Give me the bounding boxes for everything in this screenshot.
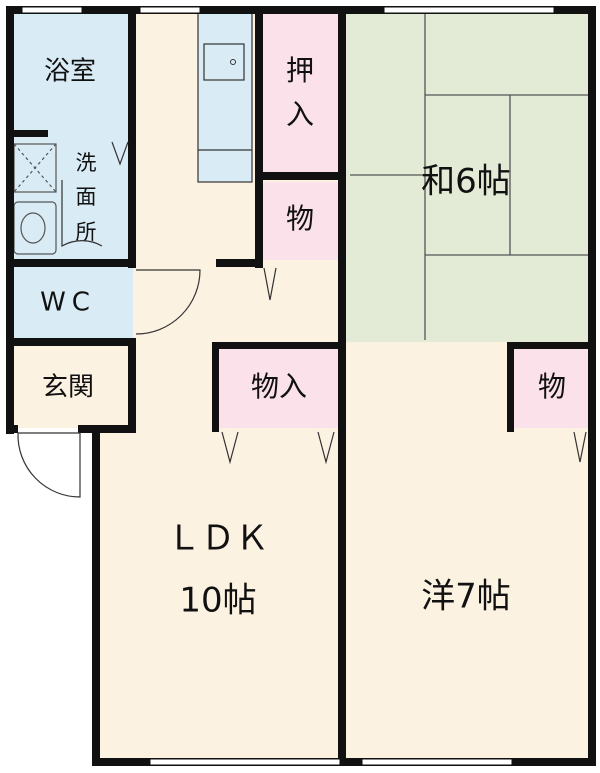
bath-floor [8,8,133,135]
wc-label: WC [40,288,96,318]
washroom-label-2: 面 [76,185,97,209]
entrance-label: 玄関 [42,373,94,403]
oshiire-floor [262,14,338,172]
washroom-label-3: 所 [76,220,97,244]
closet-door-ticks [61,141,587,465]
walls [6,6,596,766]
storage-right-label: 物 [538,370,566,403]
windows [21,6,555,766]
entrance-floor [8,343,133,428]
washroom-floor [8,135,133,263]
ldk-label: ＬＤＫ [167,519,269,559]
storage-upper-floor [262,182,338,260]
ldk-size-label: 10帖 [179,581,256,621]
oshiire-label-1: 押 [286,54,314,87]
oshiire-label-2: 入 [286,98,314,131]
wc-floor [8,263,133,343]
ldk-floor [95,428,342,763]
youshitsu-label: 洋7帖 [421,577,511,617]
bath-label: 浴室 [44,57,96,87]
storage-mid-floor [218,348,338,428]
kitchen-drain [230,59,236,65]
washitsu-label: 和6帖 [421,162,511,202]
door-swings [17,269,201,498]
storage-mid-label: 物入 [251,370,307,403]
storage-right-floor [512,348,592,428]
kitchen-counter [197,11,253,183]
storage-upper-label: 物 [286,202,314,235]
washroom-label-1: 洗 [76,151,97,175]
tatami-grid [350,10,592,340]
kitchen-sink [203,43,245,81]
